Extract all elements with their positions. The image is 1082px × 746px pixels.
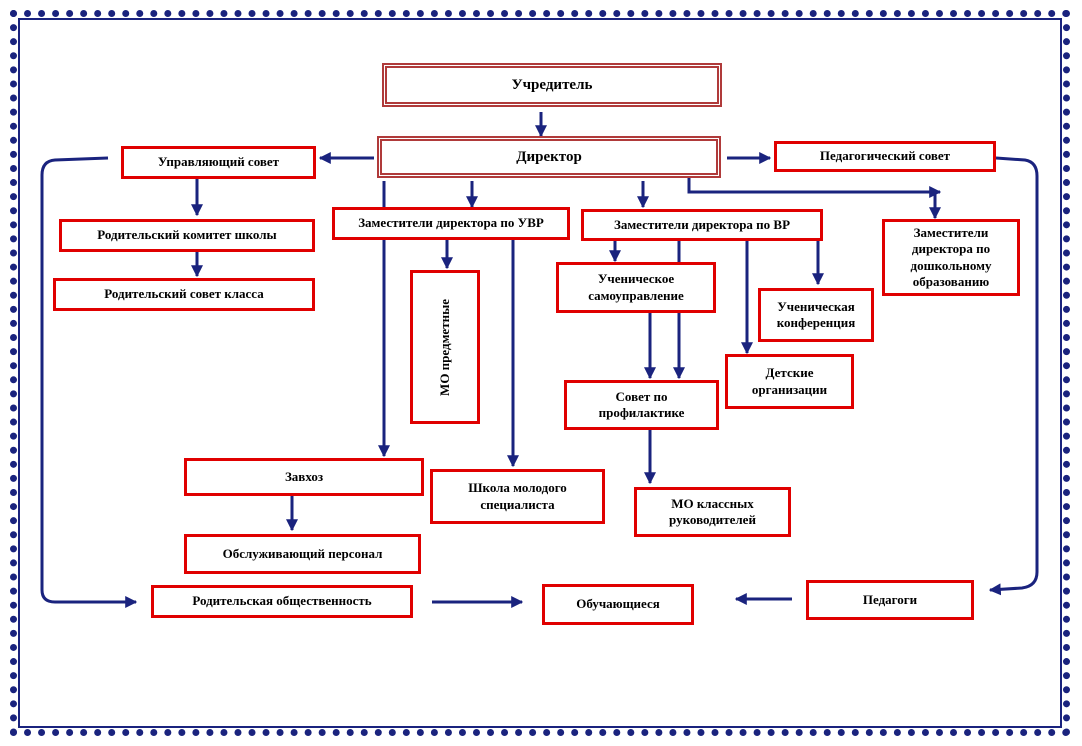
node-children-organizations: Детские организации: [725, 354, 854, 409]
page-border-frame: [10, 10, 1070, 736]
arrow-right-bracket: [988, 156, 1039, 596]
node-prevention-council: Совет по профилактике: [564, 380, 719, 430]
node-parent-class-council: Родительский совет класса: [53, 278, 315, 311]
node-student-conference: Ученическая конференция: [758, 288, 874, 342]
node-students: Обучающиеся: [542, 584, 694, 625]
node-caretaker: Завхоз: [184, 458, 424, 496]
arrow-director-preschool: [687, 178, 942, 198]
node-mo-subject: МО предметные: [410, 270, 480, 424]
node-teachers: Педагоги: [806, 580, 974, 620]
node-deputy-uvr: Заместители директора по УВР: [332, 207, 570, 240]
arrow-left-bracket: [40, 156, 138, 608]
node-service-staff: Обслуживающий персонал: [184, 534, 421, 574]
node-governing-council: Управляющий совет: [121, 146, 316, 179]
node-mo-class-teachers: МО классных руководителей: [634, 487, 791, 537]
node-young-specialist-school: Школа молодого специалиста: [430, 469, 605, 524]
node-mo-subject-label: МО предметные: [436, 298, 452, 396]
node-director: Директор: [377, 136, 721, 178]
node-deputy-vr: Заместители директора по ВР: [581, 209, 823, 241]
node-deputy-preschool: Заместители директора по дошкольному обр…: [882, 219, 1020, 296]
node-pedagogical-council: Педагогический совет: [774, 141, 996, 172]
node-parent-community: Родительская общественность: [151, 585, 413, 618]
node-founder: Учредитель: [382, 63, 722, 107]
node-parent-committee: Родительский комитет школы: [59, 219, 315, 252]
node-student-government: Ученическое самоуправление: [556, 262, 716, 313]
